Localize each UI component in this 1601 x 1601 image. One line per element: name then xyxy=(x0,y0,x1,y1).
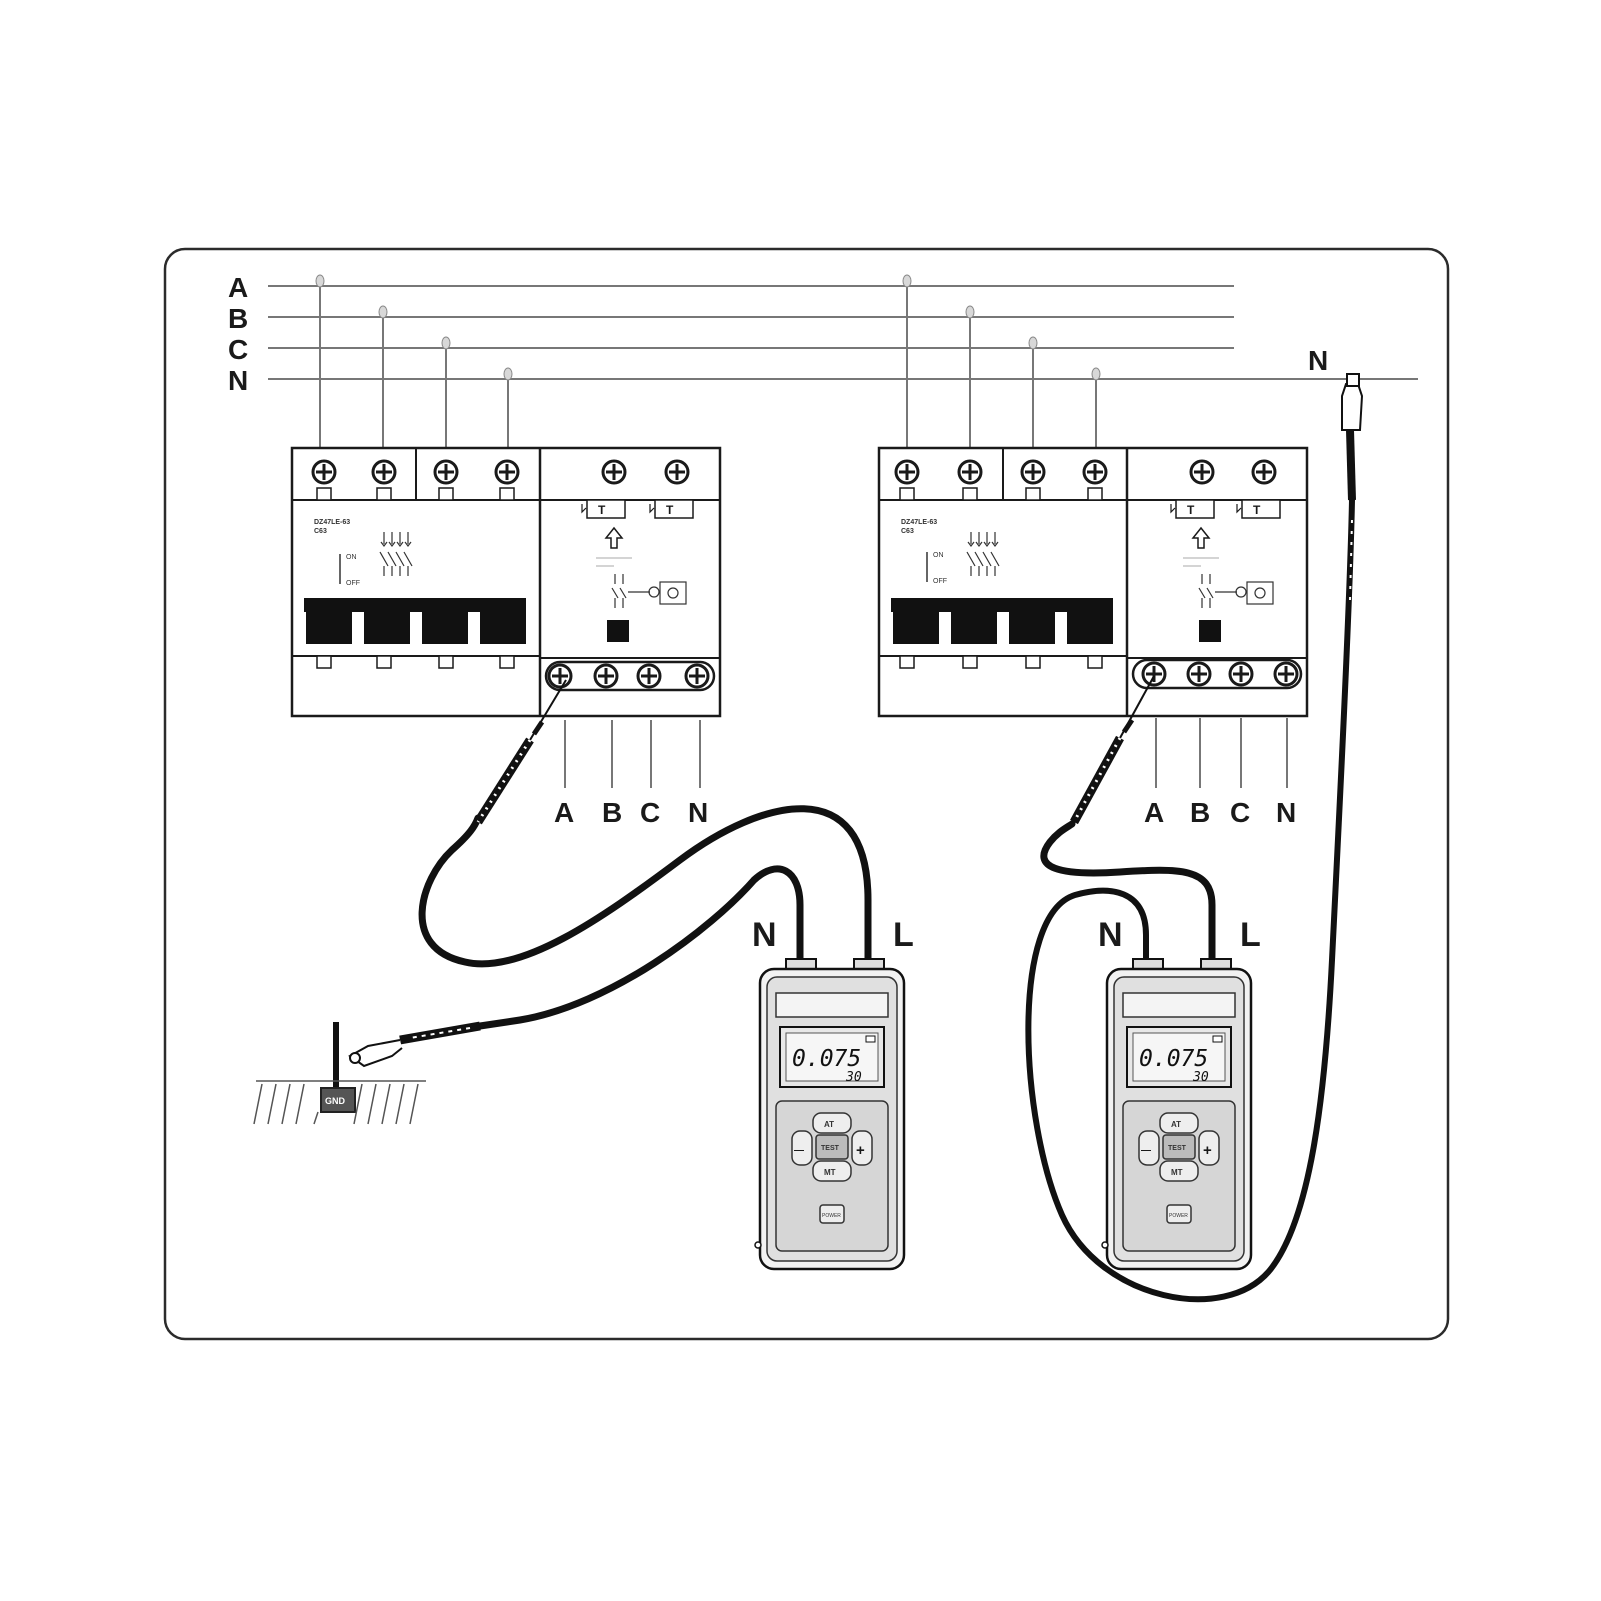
tester-2-power-button[interactable] xyxy=(1166,1204,1192,1224)
tester-1-plus-button[interactable] xyxy=(851,1130,873,1166)
breaker-2-test-box-2: T xyxy=(1236,499,1281,519)
tester-2-power-label: POWER xyxy=(1169,1213,1188,1219)
tester-2: 0.075 30 AT MT — + TEST POWER xyxy=(1101,958,1253,1271)
breaker-1-test-label-1: T xyxy=(598,503,606,517)
breaker-2-leak-symbol xyxy=(1198,574,1274,608)
ground-block xyxy=(320,1087,356,1113)
outer-frame xyxy=(163,247,1450,1341)
ground-spike: GND xyxy=(253,1022,426,1125)
bus-label-b: B xyxy=(228,303,248,334)
tester-1-plus-label: + xyxy=(856,1142,865,1159)
tester-1-minus-label: — xyxy=(794,1145,804,1156)
breaker-1-output-label-n: N xyxy=(688,797,708,828)
breaker-1-test-box-1: T xyxy=(581,499,626,519)
bus-lines xyxy=(268,285,1418,380)
tester-1-power-label: POWER xyxy=(822,1213,841,1219)
bus-label-n: N xyxy=(228,365,248,396)
tester-2-test-button[interactable] xyxy=(1162,1134,1196,1160)
breaker-2-output-wires xyxy=(1155,718,1288,788)
tester-1-mt-label: MT xyxy=(824,1168,836,1177)
neutral-clip xyxy=(1341,373,1364,601)
tester-1-at-button[interactable] xyxy=(812,1112,852,1134)
tester-1-l-cable xyxy=(418,805,872,969)
bus-label-c: C xyxy=(228,334,248,365)
breaker-1-contact-symbol xyxy=(379,532,413,576)
breaker-2-output-label-n: N xyxy=(1276,797,1296,828)
breaker-1-test-box-2: T xyxy=(649,499,694,519)
bus-label-a: A xyxy=(228,272,248,303)
tester-2-keypad: AT MT — + TEST POWER xyxy=(1138,1112,1220,1224)
breaker-1-test-label-2: T xyxy=(666,503,674,517)
breaker-2-contact-symbol xyxy=(966,532,1000,576)
tester-1: 0.075 30 AT MT — + TEST POWER xyxy=(754,958,906,1271)
tester-2-at-label: AT xyxy=(1171,1120,1181,1129)
tester-2-plus-button[interactable] xyxy=(1198,1130,1220,1166)
breaker-1-output-label-c: C xyxy=(640,797,660,828)
breaker-2-off-label: OFF xyxy=(933,578,947,585)
tester-1-mt-button[interactable] xyxy=(812,1160,852,1182)
probe-2 xyxy=(1070,675,1155,825)
tester-2-minus-label: — xyxy=(1141,1145,1151,1156)
breaker-1-leak-symbol xyxy=(611,574,687,608)
tester-2-l-cable xyxy=(1040,820,1216,969)
tester-2-n-cable xyxy=(1025,497,1355,1303)
breaker-1-handles xyxy=(306,610,526,644)
breaker-1-model: DZ47LE-63 xyxy=(314,519,350,526)
breaker-2-test-label-1: T xyxy=(1187,503,1195,517)
tester-2-n-label: N xyxy=(1098,916,1123,954)
tester-1-test-button[interactable] xyxy=(815,1134,849,1160)
tester-1-n-label: N xyxy=(752,916,777,954)
bus-labels: A B C N N xyxy=(228,272,1328,396)
breaker-2-test-label-2: T xyxy=(1253,503,1261,517)
breaker-2-handles xyxy=(893,610,1113,644)
tester-1-keypad: AT MT — + TEST POWER xyxy=(791,1112,873,1224)
tester-2-mt-button[interactable] xyxy=(1159,1160,1199,1182)
tester-2-test-label: TEST xyxy=(1168,1145,1187,1152)
tester-1-test-label: TEST xyxy=(821,1145,840,1152)
ground-clip xyxy=(348,1021,481,1068)
tap-wires xyxy=(319,282,1097,448)
tap-clamps xyxy=(315,274,1101,381)
bus-label-right-n: N xyxy=(1308,345,1328,376)
tester-2-plus-label: + xyxy=(1203,1142,1212,1159)
tester-2-l-label: L xyxy=(1240,916,1261,954)
breaker-1-arrow-icon xyxy=(604,526,624,549)
breaker-1-off-label: OFF xyxy=(346,580,360,587)
breaker-1-rating: C63 xyxy=(314,528,327,535)
breaker-2: DZ47LE-63 C63 ON OFF T T xyxy=(877,446,1309,718)
tester-2-reading: 0.075 xyxy=(1139,1046,1208,1072)
breaker-2-test-box-1: T xyxy=(1170,499,1215,519)
tester-1-l-label: L xyxy=(893,916,914,954)
tester-1-sub-reading: 30 xyxy=(845,1070,862,1085)
ground-label: GND xyxy=(325,1096,346,1106)
breaker-1-output-label-a: A xyxy=(554,797,574,828)
tester-1-minus-button[interactable] xyxy=(791,1130,813,1166)
breaker-2-on-label: ON xyxy=(933,552,944,559)
breaker-1-on-label: ON xyxy=(346,554,357,561)
breaker-2-rating: C63 xyxy=(901,528,914,535)
tester-2-mt-label: MT xyxy=(1171,1168,1183,1177)
cables xyxy=(418,497,1355,1303)
probe-1 xyxy=(474,679,567,825)
breaker-1-output-label-b: B xyxy=(602,797,622,828)
breaker-2-test-button xyxy=(1199,620,1221,642)
tester-1-power-button[interactable] xyxy=(819,1204,845,1224)
breaker-1-test-button xyxy=(607,620,629,642)
tester-2-minus-button[interactable] xyxy=(1138,1130,1160,1166)
breaker-2-output-label-c: C xyxy=(1230,797,1250,828)
breaker-2-output-label-a: A xyxy=(1144,797,1164,828)
ground-hatch xyxy=(253,1080,426,1125)
tester-1-at-label: AT xyxy=(824,1120,834,1129)
tester-1-n-cable xyxy=(476,865,804,1030)
breaker-1: DZ47LE-63 C63 ON OFF T xyxy=(290,446,722,718)
tester-2-at-button[interactable] xyxy=(1159,1112,1199,1134)
tester-2-sub-reading: 30 xyxy=(1192,1070,1209,1085)
tester-1-reading: 0.075 xyxy=(792,1046,861,1072)
breaker-2-arrow-icon xyxy=(1191,526,1211,549)
breaker-2-output-label-b: B xyxy=(1190,797,1210,828)
breaker-2-model: DZ47LE-63 xyxy=(901,519,937,526)
breaker-1-output-wires xyxy=(564,720,701,788)
